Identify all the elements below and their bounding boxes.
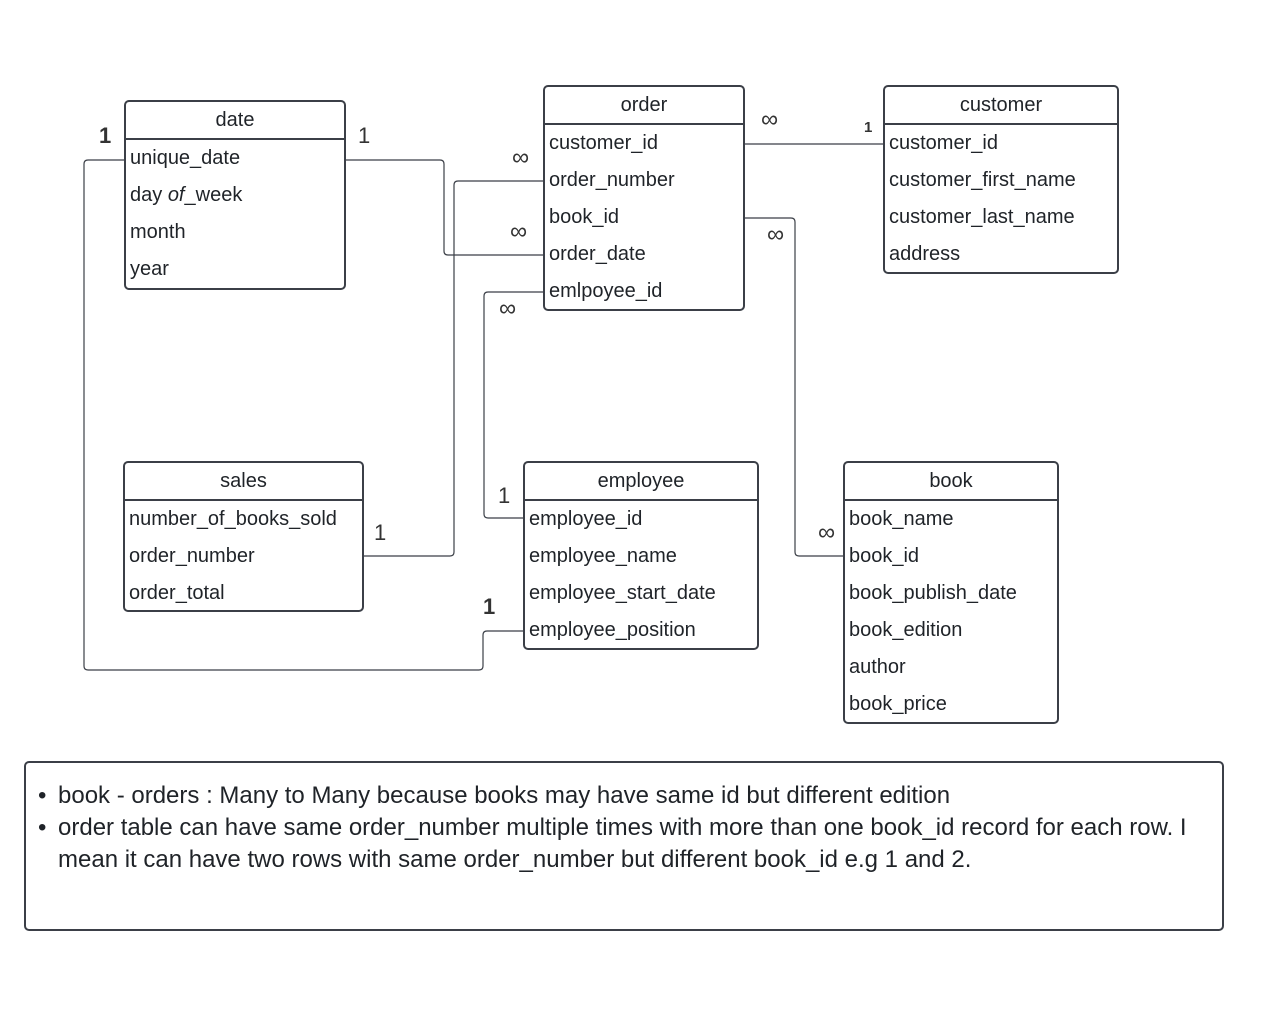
field-book-publish-date: book_publish_date <box>849 582 1017 604</box>
field-book-edition: book_edition <box>849 619 963 641</box>
field-order-number: order_number <box>549 169 675 191</box>
entity-title: customer <box>885 87 1117 125</box>
field-customer-last-name: customer_last_name <box>889 206 1075 228</box>
field-order-date: order_date <box>549 243 646 265</box>
field-order-total: order_total <box>129 582 225 604</box>
entity-date[interactable]: date unique_date day of_week month year <box>124 100 346 290</box>
field-day-of-week: day of_week <box>130 184 243 206</box>
cardinality-customer: 1 <box>864 119 873 136</box>
cardinality-book: ∞ <box>818 519 836 546</box>
field-employee-position: employee_position <box>529 619 696 641</box>
field-book-id: book_id <box>549 206 620 228</box>
field-employee-id: emlpoyee_id <box>549 280 663 302</box>
field-author: author <box>849 656 906 678</box>
entity-title: order <box>545 87 743 125</box>
field-year: year <box>130 258 169 280</box>
cardinality-employee-id: 1 <box>498 483 511 508</box>
cardinality-order-number: ∞ <box>512 144 530 171</box>
line-order-book <box>744 217 845 557</box>
cardinality-order-customer: ∞ <box>761 106 779 133</box>
note-item: order table can have same order_number m… <box>38 812 1212 876</box>
cardinality-order-employee: ∞ <box>499 295 517 322</box>
line-date-order <box>345 159 545 256</box>
cardinality-order-date: ∞ <box>510 218 528 245</box>
entity-book[interactable]: book book_name book_id book_publish_date… <box>843 461 1059 724</box>
notes-list: book - orders : Many to Many because boo… <box>38 780 1212 876</box>
field-number-of-books-sold: number_of_books_sold <box>129 508 337 530</box>
field-employee-name: employee_name <box>529 545 677 567</box>
entity-sales[interactable]: sales number_of_books_sold order_number … <box>123 461 364 612</box>
field-month: month <box>130 221 186 243</box>
notes-box[interactable]: book - orders : Many to Many because boo… <box>24 761 1224 931</box>
field-customer-id: customer_id <box>549 132 658 154</box>
line-order-sales <box>364 180 545 557</box>
cardinality-employee-position: 1 <box>483 594 496 619</box>
field-book-id: book_id <box>849 545 920 567</box>
entity-employee[interactable]: employee employee_id employee_name emplo… <box>523 461 759 650</box>
entity-order[interactable]: order customer_id order_number book_id o… <box>543 85 745 311</box>
field-book-price: book_price <box>849 693 947 715</box>
cardinality-order-book: ∞ <box>767 221 785 248</box>
field-book-name: book_name <box>849 508 954 530</box>
note-item: book - orders : Many to Many because boo… <box>38 780 1212 812</box>
field-order-number: order_number <box>129 545 255 567</box>
field-customer-first-name: customer_first_name <box>889 169 1076 191</box>
entity-title: employee <box>525 463 757 501</box>
cardinality-date-left: 1 <box>99 123 112 148</box>
field-employee-id: employee_id <box>529 508 643 530</box>
field-unique-date: unique_date <box>130 147 241 169</box>
entity-title: date <box>126 102 344 140</box>
cardinality-date-right: 1 <box>358 123 371 148</box>
entity-title: sales <box>125 463 362 501</box>
line-date-employee <box>83 159 525 671</box>
field-customer-id: customer_id <box>889 132 998 154</box>
line-order-employee <box>483 291 545 519</box>
entity-customer[interactable]: customer customer_id customer_first_name… <box>883 85 1119 274</box>
field-address: address <box>889 243 961 265</box>
cardinality-sales: 1 <box>374 520 387 545</box>
entity-title: book <box>845 463 1057 501</box>
field-employee-start-date: employee_start_date <box>529 582 716 604</box>
